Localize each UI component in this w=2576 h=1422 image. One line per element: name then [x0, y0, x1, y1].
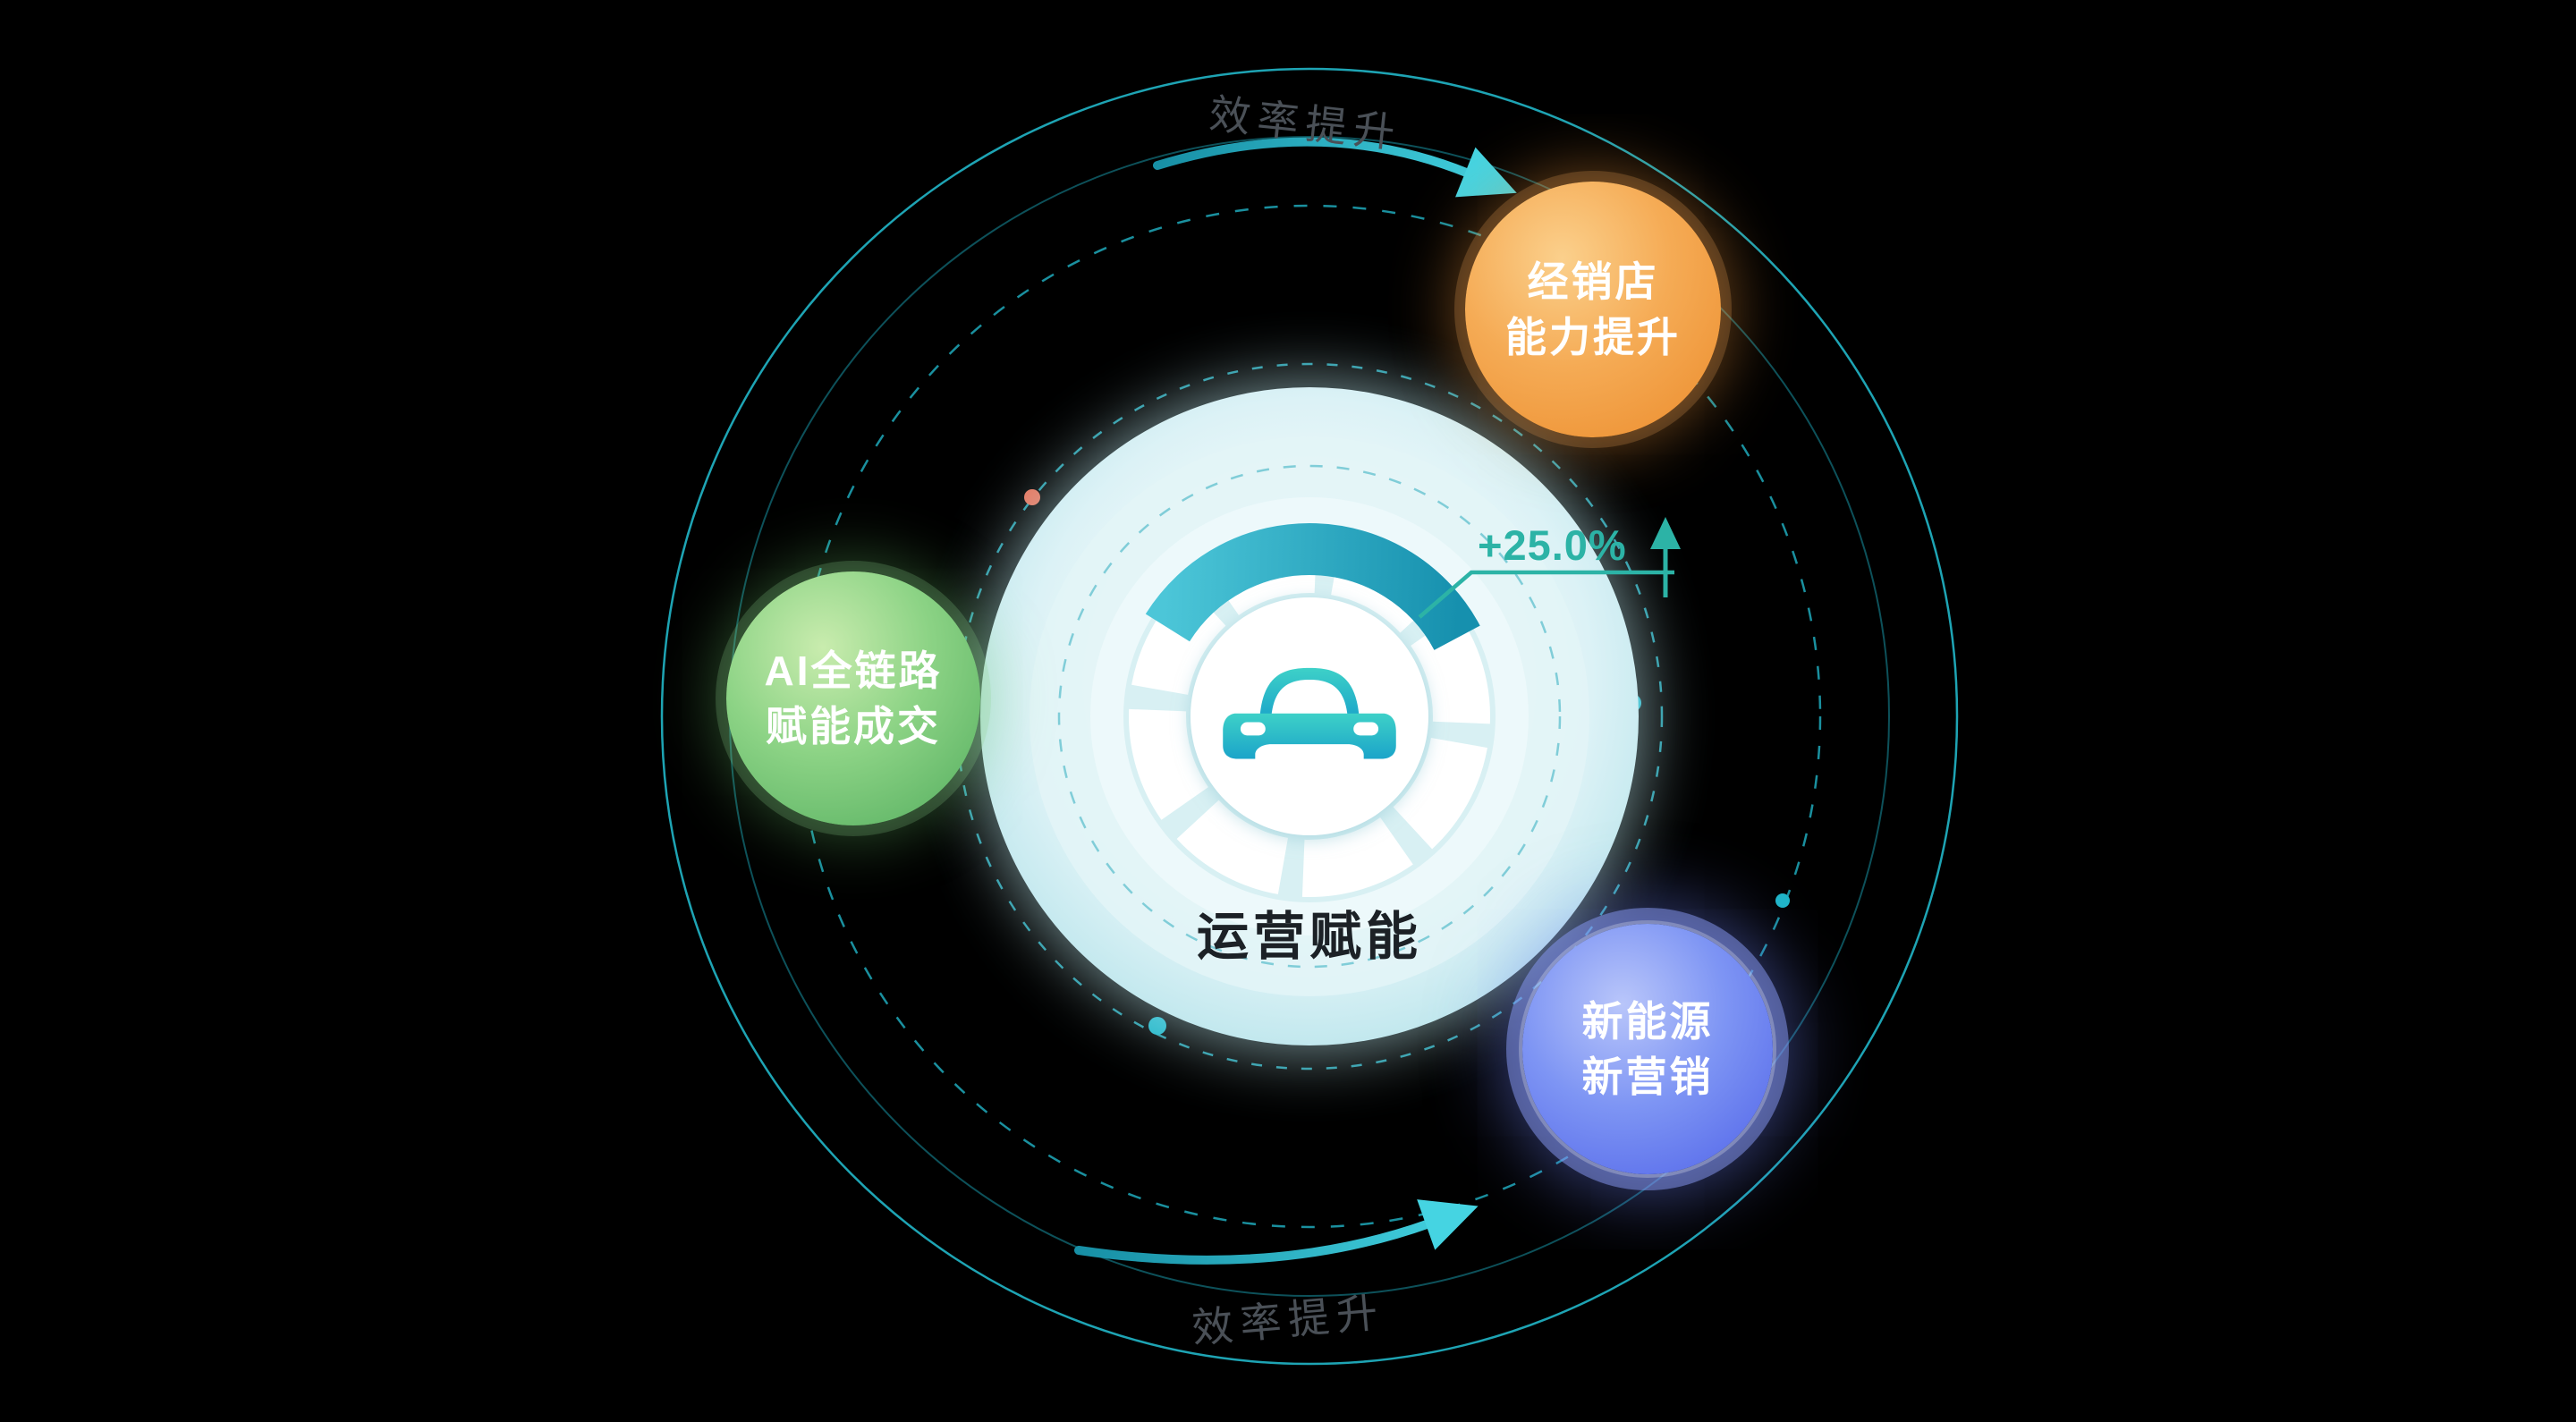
- gauge-arc: [1145, 523, 1480, 651]
- metric-callout-line: [1418, 570, 1674, 619]
- orbit-dot-orange: [1024, 489, 1040, 505]
- hub-title: 运营赋能: [1196, 908, 1422, 966]
- bubble-line: 新营销: [1581, 1054, 1714, 1100]
- orbit-dot-teal-upper: [1775, 893, 1790, 908]
- up-arrow-icon: [1650, 517, 1681, 597]
- bubble-dealer-capability: 经销店 能力提升: [1465, 182, 1721, 437]
- bubble-ai-full-chain: AI全链路 赋能成交: [726, 571, 980, 825]
- car-front-icon: [1223, 667, 1396, 759]
- bubble-nev-marketing: 新能源 新营销: [1522, 924, 1773, 1174]
- curved-arrow-top-icon: [1153, 137, 1517, 198]
- curved-arrow-bottom-icon: [1074, 1199, 1479, 1265]
- orbit-ring-outer: [660, 67, 1959, 1366]
- hub-dashed-ring: [1057, 464, 1562, 969]
- bubble-line: 能力提升: [1505, 314, 1681, 360]
- orbit-dot-teal-bottom: [1148, 1017, 1166, 1035]
- bubble-line: AI全链路: [764, 647, 943, 694]
- bubble-line: 赋能成交: [766, 703, 941, 749]
- bubble-line: 新能源: [1581, 997, 1714, 1045]
- metric-value: +25.0%: [1478, 521, 1627, 569]
- gauge-wheel: [1129, 536, 1490, 897]
- bubble-line: 经销店: [1527, 258, 1659, 305]
